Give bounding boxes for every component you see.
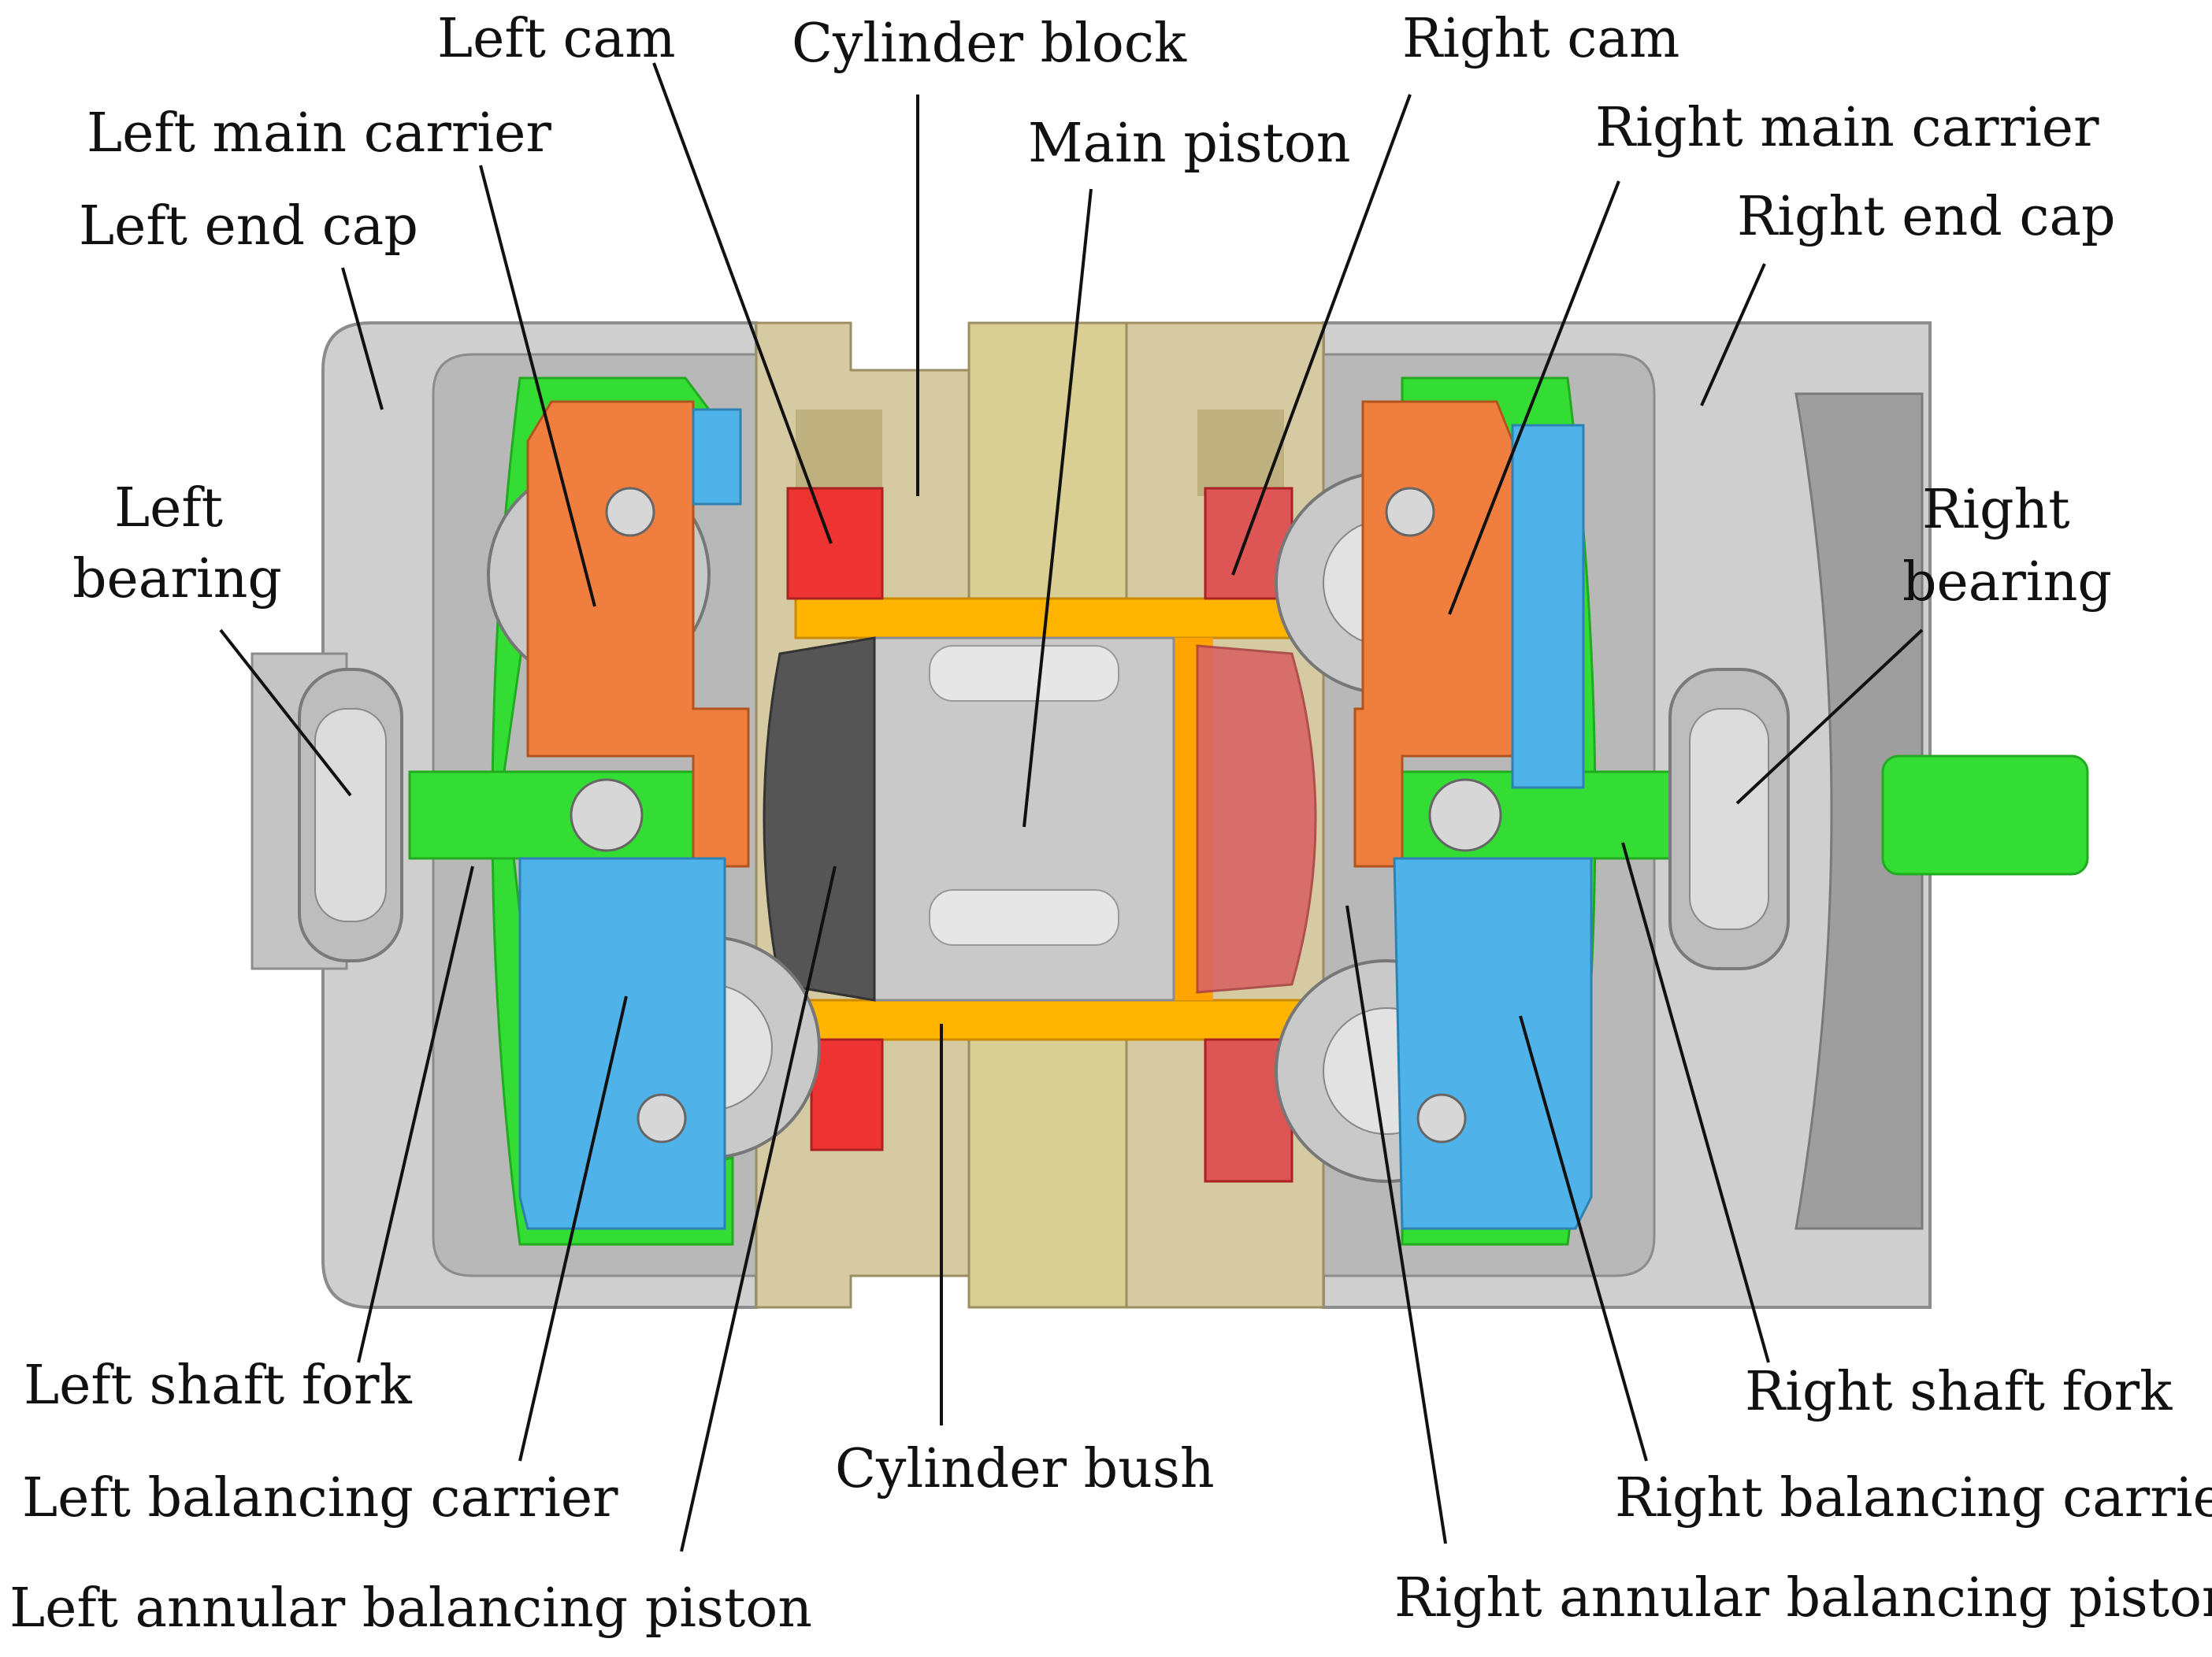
label-left-bearing-line1: Left [114,477,223,539]
label-left-balancing-carrier: Left balancing carrier [22,1467,618,1529]
left-balancing-carrier [518,857,726,1230]
label-cylinder-block: Cylinder block [792,13,1187,75]
label-left-end-cap: Left end cap [79,195,418,258]
label-right-cam: Right cam [1402,8,1679,70]
right-annular-balancing-piston [1196,644,1317,994]
label-left-shaft-fork: Left shaft fork [24,1355,412,1417]
leader-right-end-cap [1700,263,1766,406]
label-right-balancing-carrier: Right balancing carrier [1615,1467,2212,1529]
leader-left-end-cap [341,267,384,410]
cylinder-bush-bottom [794,999,1301,1041]
left-cam-bottom [810,1038,884,1151]
left-bearing-inner [314,708,387,922]
label-right-annular-balancing-piston: Right annular balancing piston [1394,1567,2212,1629]
left-annular-balancing-piston [763,636,876,1002]
leader-right-bearing [1735,628,1924,805]
left-cam-top [786,487,884,600]
label-right-bearing-line2: bearing [1902,551,2112,613]
leader-right-annular-balancing-piston [1345,905,1447,1544]
leader-left-balancing-carrier [518,995,628,1462]
labels: Left cam Cylinder block Right cam Left m… [9,8,2212,1640]
balancing-carriers [518,408,1593,1230]
label-left-annular-balancing-piston: Left annular balancing piston [9,1577,812,1640]
label-cylinder-bush: Cylinder bush [835,1438,1215,1500]
leader-left-bearing [219,628,352,797]
right-balancing-carrier-upper [1511,424,1585,789]
label-main-piston: Main piston [1028,113,1351,175]
left-balancing-carrier-upper [692,408,742,506]
label-left-main-carrier: Left main carrier [87,102,551,165]
right-bearing-inner [1689,708,1769,930]
leader-right-main-carrier [1448,180,1620,615]
label-right-main-carrier: Right main carrier [1595,97,2099,159]
left-shaft-fork-arm [408,770,711,860]
right-fork-pin [1428,778,1502,852]
main-piston-groove-top [929,645,1119,702]
right-balancing-carrier-pin [1416,1093,1467,1144]
label-left-bearing-line2: bearing [72,548,282,610]
left-fork-pin [570,778,644,852]
label-right-shaft-fork: Right shaft fork [1745,1361,2173,1423]
main-piston-groove-bottom [929,889,1119,946]
label-left-cam: Left cam [437,8,676,70]
leader-right-shaft-fork [1621,842,1770,1363]
leader-left-shaft-fork [357,866,474,1363]
leader-lines [219,62,1924,1552]
cylinder-block-shade-left [796,410,882,496]
leader-left-main-carrier [479,165,596,607]
cylinder-block-shade-right [1197,410,1284,496]
right-main-carrier-pin [1385,487,1435,537]
label-right-bearing-line1: Right [1922,479,2070,541]
left-main-carrier-pin [605,487,655,537]
leader-left-cam [652,62,833,544]
leader-main-piston [1022,188,1093,828]
label-right-end-cap: Right end cap [1737,186,2116,248]
right-output-shaft [1881,754,2089,876]
left-balancing-carrier-pin [637,1093,687,1144]
main-carriers [526,400,1514,868]
right-end-cap-flange [1794,392,1924,1230]
cams [786,487,1293,1183]
right-balancing-carrier [1393,857,1593,1230]
leader-right-balancing-carrier [1519,1015,1648,1462]
leader-right-cam [1231,94,1412,576]
leader-left-annular-balancing-piston [680,866,837,1552]
